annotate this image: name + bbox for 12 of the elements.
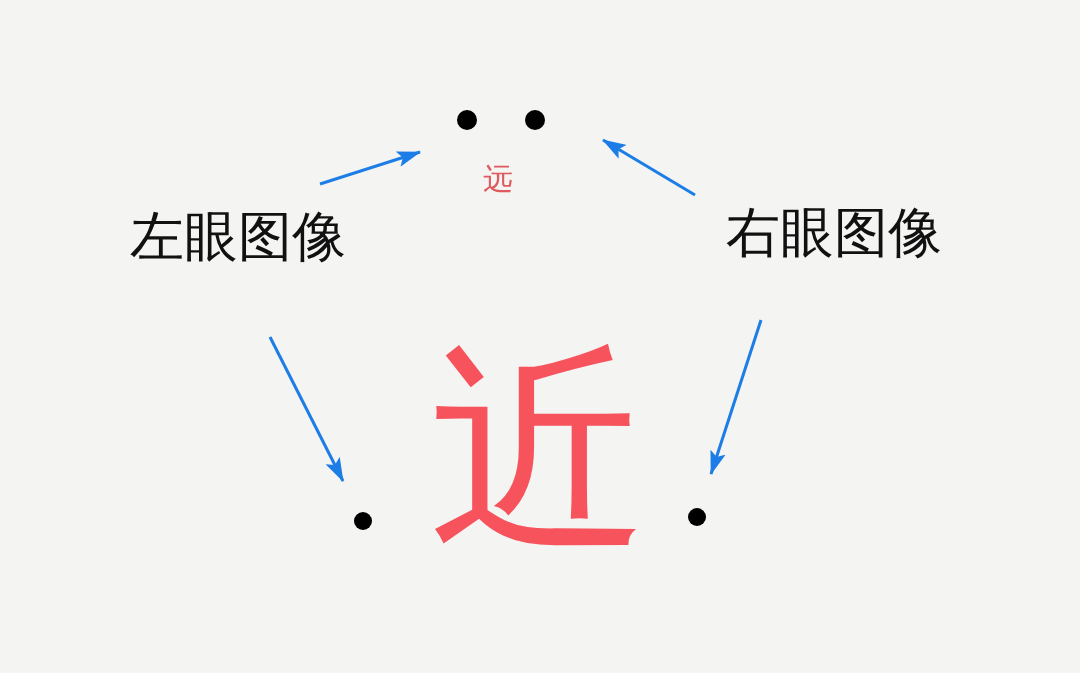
dot <box>525 110 545 130</box>
dot <box>688 508 706 526</box>
arrow <box>709 319 763 475</box>
image-label: 右眼图像 <box>726 206 942 260</box>
arrow <box>602 138 696 197</box>
arrow <box>319 150 421 186</box>
image-label: 左眼图像 <box>130 210 346 264</box>
arrow <box>268 336 345 482</box>
dot <box>354 512 372 530</box>
dot <box>457 110 477 130</box>
small-character: 远 <box>483 164 513 194</box>
large-character: 近 <box>429 340 649 560</box>
